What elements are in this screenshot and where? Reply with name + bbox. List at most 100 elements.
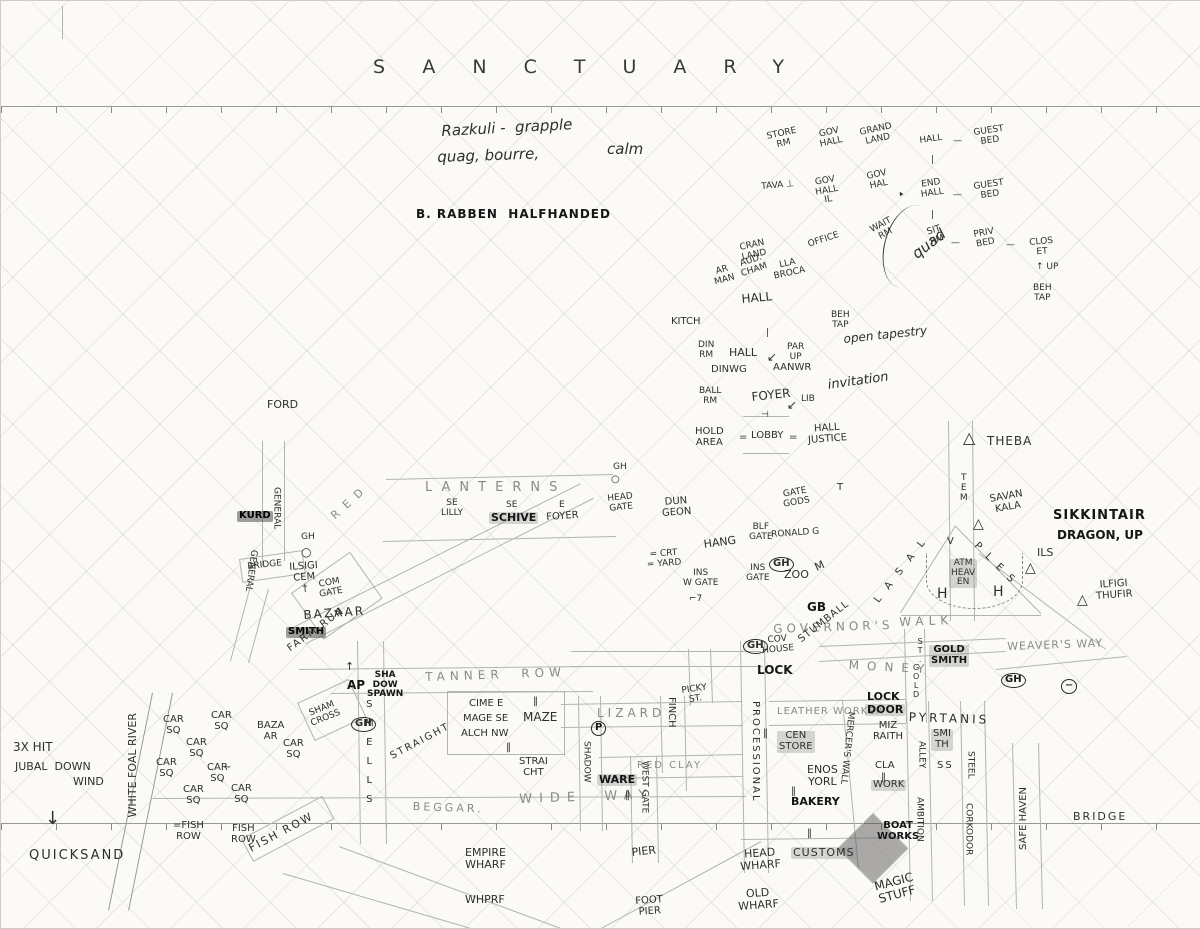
map-line <box>984 701 989 907</box>
label-boat-works: BOAT WORKS <box>877 820 920 842</box>
label-din-rm: DIN RM <box>698 340 715 360</box>
map-line <box>710 649 713 704</box>
label-car-sq: CAR SQ <box>186 737 207 759</box>
label-: ‖ <box>807 828 812 839</box>
label-ford: FORD <box>267 398 299 411</box>
label-bridge: BRIDGE <box>1073 810 1128 823</box>
label-customs: CUSTOMS <box>791 846 857 859</box>
label-: ○ <box>611 474 620 485</box>
label-lanterns: LANTERNS <box>425 480 567 495</box>
map-line <box>357 641 361 845</box>
label-hold-area: HOLD AREA <box>695 426 724 448</box>
label-walk: WALK <box>898 613 954 629</box>
label-gb: GB <box>807 600 826 614</box>
map-line <box>262 441 263 566</box>
label-shadow: SHADOW <box>581 741 592 783</box>
label-cla: CLA <box>875 760 895 771</box>
label-picky-st: PICKY ST. <box>680 682 708 705</box>
label-dragon-up: DRAGON, UP <box>1057 528 1143 542</box>
label-mercer-s-wall: MERCER'S WALL <box>838 711 856 785</box>
label-: — <box>953 190 962 200</box>
label-ware: WARE <box>597 773 638 786</box>
label-general: GENERAL <box>271 487 282 530</box>
label-h: H <box>937 586 948 602</box>
label-ins-w-gate: INS W GATE <box>683 568 719 588</box>
map-line <box>248 588 269 663</box>
label-: ⊣ <box>761 410 769 420</box>
label-ss: SS <box>937 760 954 771</box>
label-straight: STRAIGHT <box>388 721 453 762</box>
label-ap: AP <box>347 678 366 692</box>
label-p: P <box>591 721 607 736</box>
label-enos-yorl: ENOS YORL <box>807 763 838 788</box>
label-se: SE <box>506 500 518 510</box>
label-e: E <box>559 500 565 510</box>
label-sha-dow-spawn: SHA DOW SPAWN <box>367 670 404 700</box>
label-foyer: FOYER <box>750 385 792 404</box>
label-sikkintair: SIKKINTAIR <box>1053 508 1146 523</box>
map-line <box>282 873 471 928</box>
label-car-sq: CAR SQ <box>283 738 304 760</box>
map-line <box>601 841 762 928</box>
label-gh: GH <box>613 462 627 472</box>
label-: = <box>739 432 748 443</box>
label-hall: HALL <box>729 346 758 359</box>
label-lizard: LIZARD <box>597 706 666 720</box>
label-processional: PROCESSIONAL <box>749 701 761 803</box>
map-line <box>743 416 789 417</box>
label-work: WORK <box>871 779 907 791</box>
label-store-rm: STORE RM <box>765 125 798 150</box>
label-head-gate: HEAD GATE <box>606 491 634 514</box>
label-car-sq: CAR SQ <box>183 784 204 806</box>
label-red: RED <box>328 480 373 522</box>
label-white-foal-river: WHITE FOAL RIVER <box>126 713 139 818</box>
label-: ○ <box>301 545 312 559</box>
label-baza-ar: BAZA AR <box>257 720 285 742</box>
label-theba: THEBA <box>987 434 1033 448</box>
label-head-wharf: HEAD WHARF <box>739 845 782 873</box>
label-car-sq: CAR SQ <box>231 783 252 805</box>
label-smells: SMELLS <box>363 699 375 813</box>
label-beh-tap: BEH TAP <box>1033 283 1052 303</box>
label-smith: SMITH <box>286 626 327 638</box>
label-strai-cht: STRAI CHT <box>519 756 548 778</box>
label-tanner-row: TANNER ROW <box>424 665 567 684</box>
label-safe-haven: SAFE HAVEN <box>1018 787 1029 850</box>
map-line <box>571 666 763 667</box>
label-dinwg: DINWG <box>711 364 747 375</box>
label-3x-hit: 3X HIT <box>13 740 53 754</box>
label-gold-smith: GOLD SMITH <box>929 644 970 667</box>
label-general: GENERAL <box>242 549 259 593</box>
label-car-sq: CAR SQ <box>211 710 232 732</box>
label-mage-se: MAGE SE <box>463 713 509 724</box>
label-red-clay: RED CLAY <box>637 760 703 771</box>
label-dun-geon: DUN GEON <box>661 495 692 519</box>
label-pyrtanis: PYRTANIS <box>908 710 990 727</box>
label-clos-et: CLOS ET <box>1028 235 1054 258</box>
label-gov-hall: GOV HALL <box>818 125 844 150</box>
label-: − <box>1061 679 1078 694</box>
label-ar-man: AR MAN <box>713 263 736 288</box>
label-foyer: FOYER <box>545 509 580 523</box>
label-empire-wharf: EMPIRE WHARF <box>465 846 506 871</box>
label-: ↙ <box>767 350 778 364</box>
label-b-rabben-halfhanded: B. RABBEN HALFHANDED <box>416 207 611 221</box>
label-savan-kala: SAVAN KALA <box>988 488 1024 515</box>
label-ambition: AMBITION <box>914 797 925 842</box>
label-up: ↑ UP <box>1036 262 1059 272</box>
label-miz-raith: MIZ RAITH <box>873 720 903 742</box>
label-v: V <box>947 536 954 547</box>
label-: = <box>789 432 798 443</box>
label-open-tapestry: open tapestry <box>842 323 928 346</box>
label-: ‖ <box>791 786 796 797</box>
map-line <box>599 754 744 758</box>
label-: △ <box>1025 560 1036 576</box>
label-kurd: KURD <box>237 510 273 522</box>
label-leather-worker: LEATHER WORKER <box>777 706 884 717</box>
label-t: T <box>837 482 844 493</box>
label-tava: TAVA ⊥ <box>760 179 795 192</box>
label-cime-e: CIME E <box>469 698 504 709</box>
label-cov-house: COV HOUSE <box>761 633 795 656</box>
label-hall-justice: HALL JUSTICE <box>807 421 848 446</box>
